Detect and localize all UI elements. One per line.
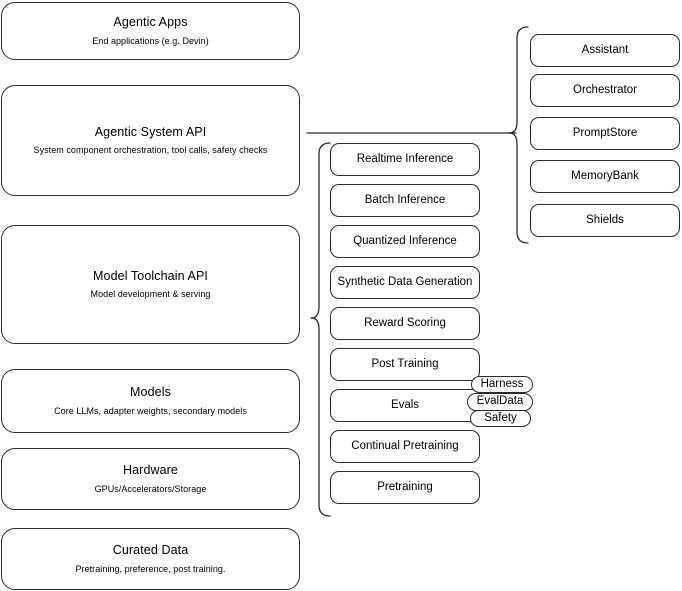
capability-label: Evals: [390, 399, 420, 412]
evals-tag-harness[interactable]: Harness: [471, 376, 533, 393]
layer-title: Agentic System API: [94, 124, 207, 139]
layer-subtitle: Model development & serving: [90, 289, 211, 300]
brace-toolchain-capabilities: [310, 142, 331, 517]
capability-synthetic-data-generation[interactable]: Synthetic Data Generation: [330, 266, 480, 299]
layer-subtitle: GPUs/Accelerators/Storage: [94, 483, 207, 494]
component-promptstore[interactable]: PromptStore: [530, 117, 680, 150]
layer-curated-data[interactable]: Curated Data Pretraining, preference, po…: [1, 528, 300, 590]
capability-label: Post Training: [371, 358, 439, 371]
capability-label: Synthetic Data Generation: [337, 276, 473, 289]
capability-label: Reward Scoring: [364, 317, 446, 330]
layer-agentic-apps[interactable]: Agentic Apps End applications (e.g. Devi…: [1, 2, 300, 60]
component-label: MemoryBank: [571, 170, 639, 183]
capability-label: Realtime Inference: [356, 153, 454, 166]
capability-pretraining[interactable]: Pretraining: [330, 471, 480, 504]
layer-title: Curated Data: [112, 543, 189, 558]
layer-subtitle: Pretraining, preference, post training.: [75, 563, 226, 574]
capability-reward-scoring[interactable]: Reward Scoring: [330, 307, 480, 340]
capability-label: Quantized Inference: [353, 235, 457, 248]
capability-continual-pretraining[interactable]: Continual Pretraining: [330, 430, 480, 463]
capability-batch-inference[interactable]: Batch Inference: [330, 184, 480, 217]
evals-tag-safety[interactable]: Safety: [470, 410, 531, 427]
layer-subtitle: End applications (e.g. Devin): [92, 35, 209, 46]
layer-agentic-system-api[interactable]: Agentic System API System component orch…: [1, 85, 300, 196]
evals-tag-label: Safety: [484, 411, 517, 424]
component-label: PromptStore: [572, 127, 638, 140]
evals-tag-label: Harness: [480, 377, 524, 390]
capability-post-training[interactable]: Post Training: [330, 348, 480, 381]
evals-tag-evaldata[interactable]: EvalData: [467, 393, 533, 411]
capability-label: Pretraining: [377, 481, 433, 494]
layer-hardware[interactable]: Hardware GPUs/Accelerators/Storage: [1, 448, 300, 510]
component-shields[interactable]: Shields: [530, 204, 680, 237]
capability-label: Batch Inference: [364, 194, 446, 207]
layer-models[interactable]: Models Core LLMs, adapter weights, secon…: [1, 369, 300, 433]
component-label: Orchestrator: [573, 84, 637, 97]
layer-title: Hardware: [123, 463, 178, 478]
layer-title: Model Toolchain API: [93, 268, 208, 283]
evals-tag-label: EvalData: [476, 395, 524, 408]
layer-model-toolchain-api[interactable]: Model Toolchain API Model development & …: [1, 225, 300, 344]
component-orchestrator[interactable]: Orchestrator: [530, 74, 680, 107]
component-memorybank[interactable]: MemoryBank: [530, 160, 680, 193]
component-assistant[interactable]: Assistant: [530, 34, 680, 67]
component-label: Assistant: [581, 44, 629, 57]
capability-realtime-inference[interactable]: Realtime Inference: [330, 143, 480, 176]
layer-subtitle: System component orchestration, tool cal…: [33, 145, 268, 156]
layer-subtitle: Core LLMs, adapter weights, secondary mo…: [54, 405, 247, 416]
brace-system-components: [508, 26, 529, 244]
layer-title: Agentic Apps: [113, 15, 188, 30]
capability-evals[interactable]: Evals: [330, 389, 480, 422]
component-label: Shields: [586, 214, 624, 227]
capability-label: Continual Pretraining: [351, 440, 459, 453]
capability-quantized-inference[interactable]: Quantized Inference: [330, 225, 480, 258]
layer-title: Models: [130, 385, 171, 400]
